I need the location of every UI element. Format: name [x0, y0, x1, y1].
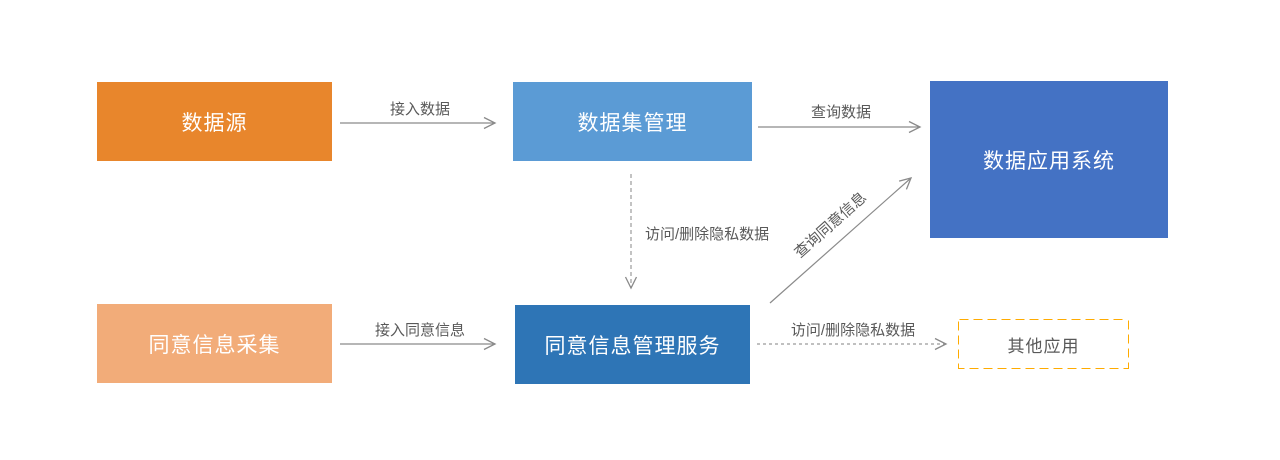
node-data-application-system-label: 数据应用系统 — [983, 149, 1115, 173]
edge-label-query-consent: 查询同意信息 — [791, 189, 870, 262]
node-data-source: 数据源 — [97, 82, 332, 161]
node-consent-info-collection-label: 同意信息采集 — [148, 333, 281, 357]
node-consent-management-service-label: 同意信息管理服务 — [544, 334, 721, 358]
edge-label-privacy-data-bottom: 访问/删除隐私数据 — [790, 322, 916, 339]
node-data-source-label: 数据源 — [181, 111, 248, 135]
node-dataset-management: 数据集管理 — [513, 82, 752, 161]
node-consent-management-service: 同意信息管理服务 — [515, 305, 750, 384]
edge-query-consent-diagonal-line — [769, 177, 913, 304]
node-other-applications: 其他应用 — [959, 320, 1128, 368]
edge-label-query-data: 查询数据 — [810, 104, 871, 121]
edge-label-access-data: 接入数据 — [389, 101, 450, 118]
node-other-applications-label: 其他应用 — [1007, 336, 1080, 356]
node-consent-info-collection: 同意信息采集 — [97, 304, 332, 383]
node-data-application-system: 数据应用系统 — [930, 81, 1168, 238]
edge-label-privacy-data-vertical: 访问/删除隐私数据 — [645, 226, 770, 243]
node-dataset-management-label: 数据集管理 — [577, 111, 688, 135]
edge-label-access-consent: 接入同意信息 — [374, 322, 465, 339]
